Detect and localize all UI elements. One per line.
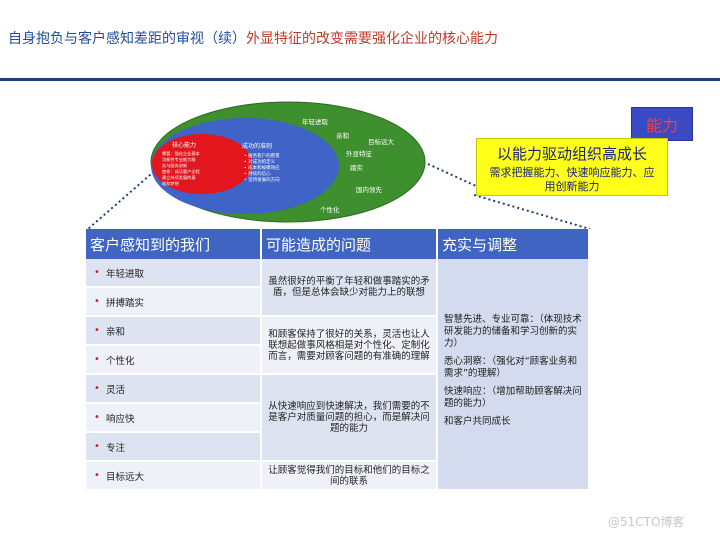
inner-item: 务与服务创新 [162,162,187,169]
perception-cell: •年轻进取 [86,259,262,288]
problem-cell: 虽然很好的平衡了年轻和做事踏实的矛盾，但是总体会缺少对能力上的联想 [261,259,438,317]
inner-item: 建立持续发展的基 [162,174,196,181]
middle-item: • 服务客户的愿景 [244,152,280,159]
page-title-highlight: 外显特征的改变需要强化企业的核心能力 [246,31,498,47]
capability-badge: 能力 [631,107,693,141]
title-divider [0,78,720,81]
outer-label: 亲和 [336,131,349,140]
page-title-main: 自身抱负与客户感知差距的审视（续） [8,31,246,47]
perception-cell: •亲和 [86,316,262,346]
table-row: •目标远大 让顾客觉得我们的目标和他们的目标之间的联系 [86,461,589,491]
table-row: •个性化 [86,345,589,375]
outer-label: 外显特征 [346,149,373,158]
inner-item: 功能性专业能力服 [162,156,196,163]
bullet-icon: • [94,324,100,336]
adjustment-item: 和客户共同成长 [444,416,511,427]
inner-title: 核心能力 [172,141,196,149]
perception-cell: •灵活 [86,374,262,404]
problem-cell: 和顾客保持了很好的关系，灵活也让人联想起做事风格相是对个性化、定制化而言，需要对… [261,316,438,375]
table-row: •年轻进取 虽然很好的平衡了年轻和做事踏实的矛盾，但是总体会缺少对能力上的联想 … [86,259,590,491]
adjustment-cell: 智慧先进、专业可靠：（体现技术研发能力的储备和学习创新的实力） 悉心洞察：（强化… [437,259,590,491]
watermark: @51CTO博客 [608,515,685,529]
table-row: •灵活 从快速响应到快速解决，我们需要的不是客户对质量问题的担心，而是解决问题的… [86,374,589,462]
column-header: 客户感知到的我们 [86,229,262,259]
outer-label: 国内领先 [356,185,383,194]
bullet-icon: • [94,382,100,394]
table-row: •响应快 [86,403,589,433]
problem-cell: 让顾客觉得我们的目标和他们的目标之间的联系 [261,461,438,491]
middle-title: 成功的准则 [242,142,272,150]
perception-cell: •专注 [86,432,262,462]
table-header-row: 客户感知到的我们 可能造成的问题 充实与调整 [86,229,590,259]
inner-item: 使命：成功客户全程 [162,168,201,175]
outer-label: 个性化 [320,205,340,214]
adjustment-item: 智慧先进、专业可靠：（体现技术研发能力的储备和学习创新的实力） [444,314,582,349]
outer-label: 踏实 [350,163,364,172]
bullet-icon: • [94,469,100,481]
bullet-icon: • [94,295,100,307]
perception-cell: •响应快 [86,403,262,433]
bullet-icon: • [94,266,100,278]
inner-ellipse [152,134,252,194]
middle-item: • 持续的信心 [244,170,271,177]
table-row: •专注 [86,432,589,462]
outer-label: 年轻进取 [302,117,329,126]
perception-cell: •个性化 [86,345,262,375]
outer-label: 目标远大 [368,137,395,146]
callout-title: 以能力驱动组织高成长 [496,145,647,163]
column-header: 充实与调整 [437,229,590,259]
adjustment-item: 快速响应：（增加帮助顾客解决问题的能力） [444,386,582,409]
perception-cell: •拼搏踏实 [86,287,262,317]
bullet-icon: • [94,411,100,423]
perception-cell: •目标远大 [86,461,262,491]
capability-diagram: 年轻进取 亲和 目标远大 外显特征 踏实 国内领先 个性化 成功的准则 • 服务… [150,101,426,223]
problem-cell: 从快速响应到快速解决，我们需要的不是客户对质量问题的担心，而是解决问题的能力 [261,374,438,462]
callout-subtitle: 需求把握能力、快速响应能力、应用创新能力 [489,166,655,193]
growth-callout: 以能力驱动组织高成长 需求把握能力、快速响应能力、应用创新能力 [476,138,668,196]
table-row: •拼搏踏实 [86,287,589,317]
middle-item: • 坚持发展的方向 [244,176,280,183]
inner-item: 础和梦想 [162,180,179,187]
middle-item: • 对成功的定义 [244,158,276,165]
inner-item: 需要：强化企业基本 [162,150,201,157]
adjustment-item: 悉心洞察：（强化对“顾客业务和需求”的理解） [444,356,578,379]
table-row: •亲和 和顾客保持了很好的关系，灵活也让人联想起做事风格相是对个性化、定制化而言… [86,316,589,375]
perception-table: 客户感知到的我们 可能造成的问题 充实与调整 •年轻进取 虽然很好的平衡了年轻和… [86,229,590,491]
page-title: 自身抱负与客户感知差距的审视（续）外显特征的改变需要强化企业的核心能力 [8,28,708,48]
bullet-icon: • [94,353,100,365]
column-header: 可能造成的问题 [261,229,438,259]
middle-item: • 成本和规模效应 [244,164,280,171]
bullet-icon: • [94,440,100,452]
